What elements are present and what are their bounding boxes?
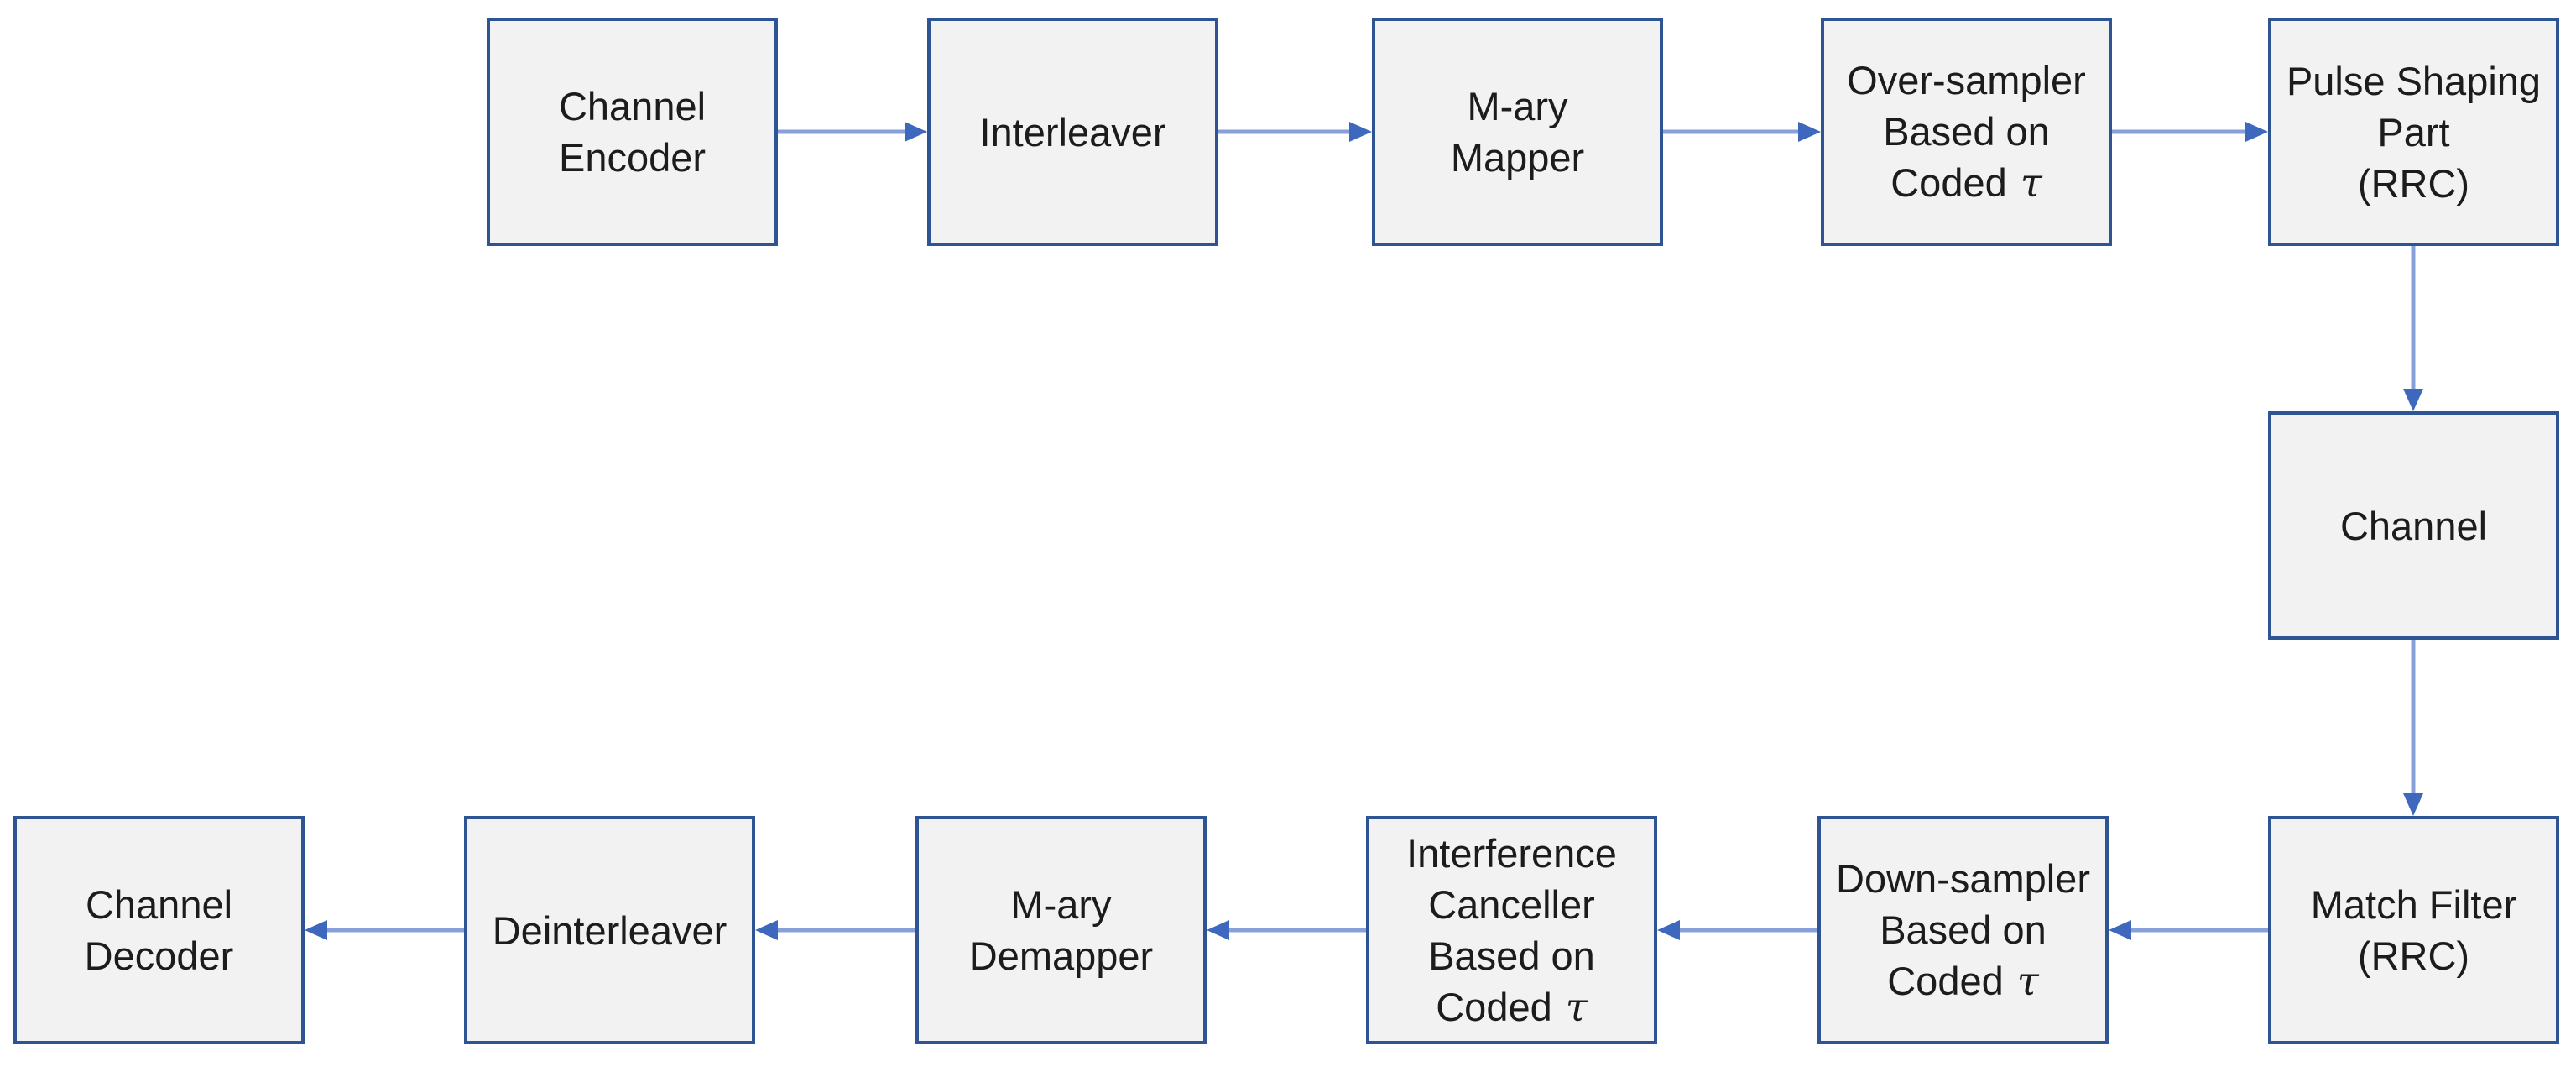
block-label-line: (RRC)	[2357, 160, 2470, 206]
block-label-line: Interleaver	[979, 109, 1166, 154]
tau-symbol: τ	[2016, 959, 2039, 1005]
block-interleaver: Interleaver	[927, 18, 1218, 246]
arrow-canceller-to-demapper	[1207, 920, 1366, 940]
block-label-line: Canceller	[1428, 881, 1595, 927]
block-label-line: M-ary	[1467, 84, 1568, 128]
block-label-line: Pulse Shaping	[2286, 58, 2542, 103]
block-label-line: Channel	[85, 882, 233, 927]
arrow-channel-to-matchfilter	[2403, 640, 2423, 816]
block-label-line: Interference	[1406, 830, 1617, 876]
block-channel-encoder: Channel Encoder	[487, 18, 778, 246]
block-channel: Channel	[2268, 411, 2559, 640]
block-pulse-shaping: Pulse Shaping Part (RRC)	[2268, 18, 2559, 246]
block-label-line: Demapper	[968, 933, 1154, 978]
block-match-filter: Match Filter (RRC)	[2268, 816, 2559, 1044]
block-label-line: Decoder	[84, 933, 234, 978]
block-label-line: (RRC)	[2357, 933, 2470, 978]
block-mary-demapper: M-ary Demapper	[915, 816, 1207, 1044]
block-label-line: Based on	[1428, 933, 1595, 978]
block-label-line: Based on	[1880, 907, 2047, 952]
tau-symbol: τ	[2020, 160, 2042, 207]
block-label-line: Deinterleaver	[492, 907, 727, 953]
block-mary-mapper: M-ary Mapper	[1372, 18, 1663, 246]
block-label-line: M-ary	[1010, 882, 1112, 927]
arrow-deinterleaver-to-decoder	[305, 920, 464, 940]
arrow-demapper-to-deinterleaver	[755, 920, 915, 940]
block-label-line: Mapper	[1450, 135, 1585, 180]
block-label-line: Based on	[1883, 109, 2050, 154]
block-label-line: Part	[2377, 109, 2450, 154]
arrow-matchfilter-to-downsampler	[2109, 920, 2268, 940]
block-label-line: Channel	[558, 84, 707, 128]
arrow-encoder-to-interleaver	[778, 122, 927, 142]
block-label-line: Match Filter	[2310, 882, 2517, 927]
arrow-downsampler-to-canceller	[1657, 920, 1817, 940]
block-label-line: Over-sampler	[1847, 58, 2086, 102]
block-deinterleaver: Deinterleaver	[464, 816, 755, 1044]
block-label-line: Encoder	[558, 135, 707, 180]
tau-symbol: τ	[1565, 984, 1588, 1031]
arrow-pulseshaping-to-channel	[2403, 246, 2423, 411]
block-label-line: Down-sampler	[1836, 856, 2090, 901]
arrow-interleaver-to-mapper	[1218, 122, 1372, 142]
block-label-line: Channel	[2339, 503, 2488, 548]
block-channel-decoder: Channel Decoder	[13, 816, 305, 1044]
arrow-oversampler-to-pulseshaping	[2112, 122, 2268, 142]
arrow-mapper-to-oversampler	[1663, 122, 1821, 142]
